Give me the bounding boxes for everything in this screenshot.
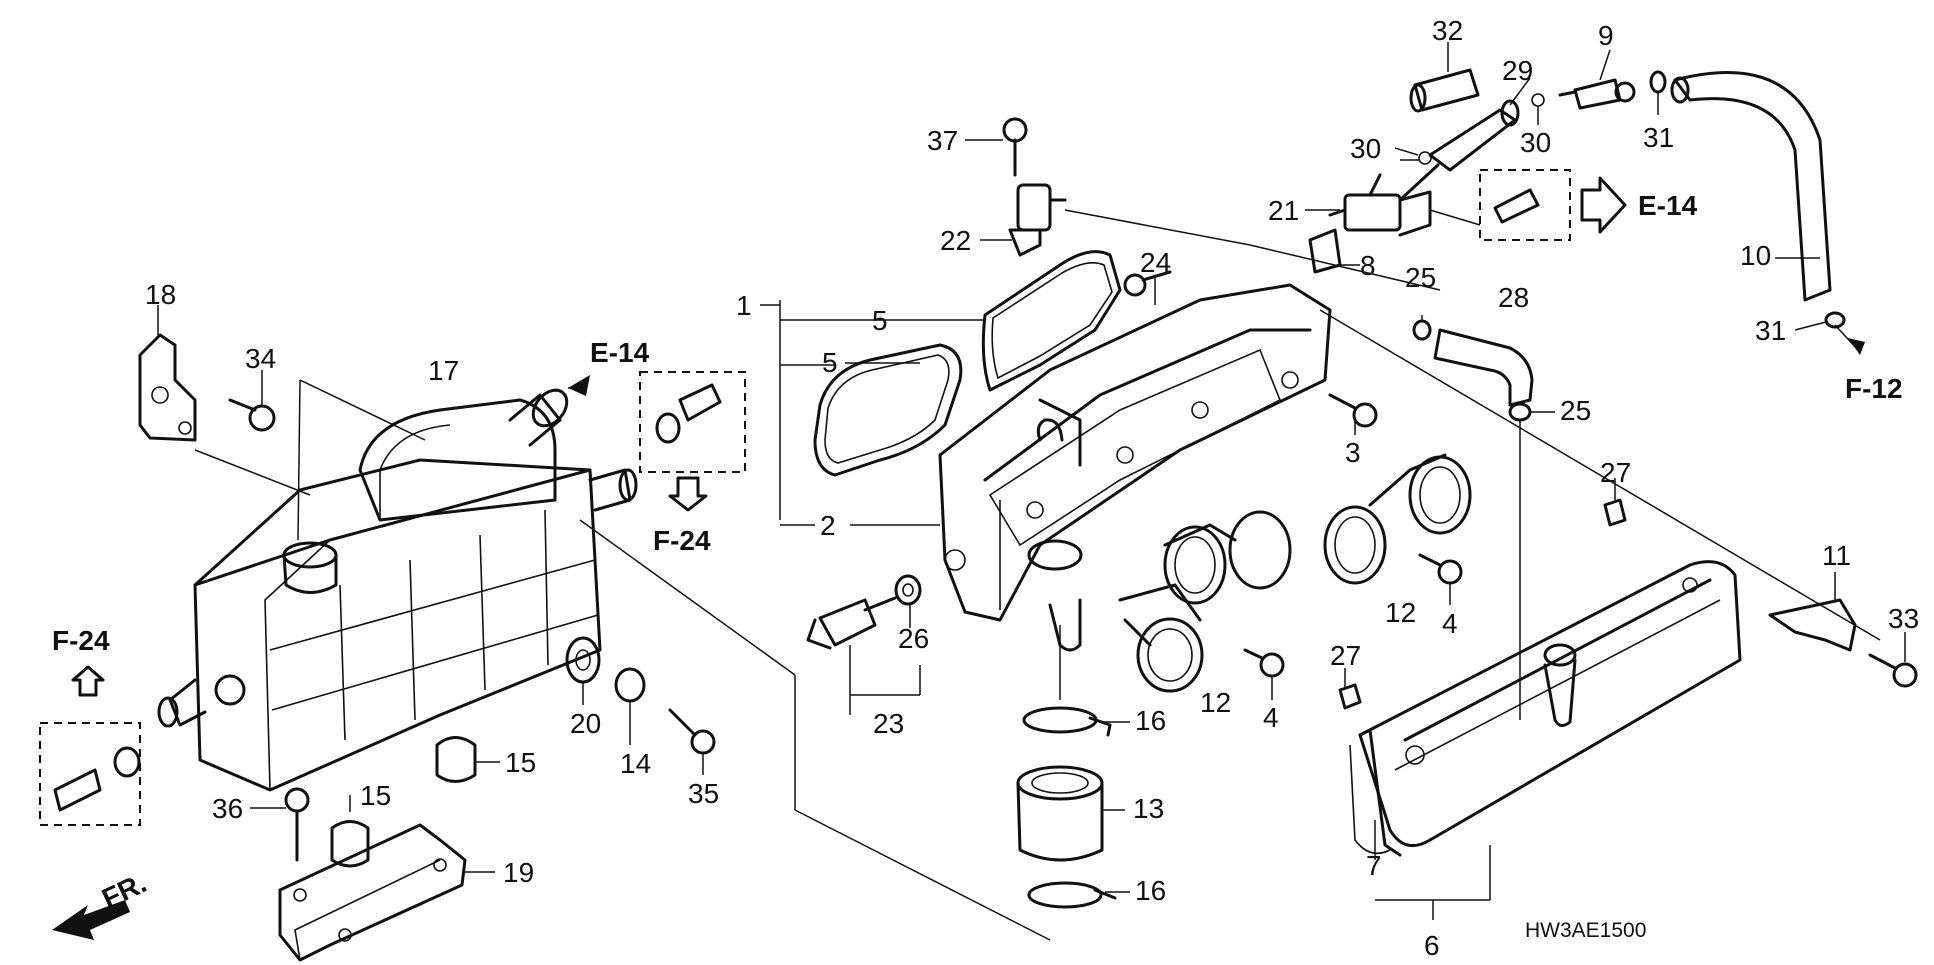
callout-15: 15 [505, 747, 536, 778]
callout-4: 4 [1442, 608, 1458, 639]
callout-30: 30 [1350, 133, 1381, 164]
callout-2: 2 [820, 510, 836, 541]
intake-manifold [760, 250, 1472, 693]
callout-8: 8 [1360, 250, 1376, 281]
callout-20: 20 [570, 708, 601, 739]
callout-16b: 16 [1135, 875, 1166, 906]
front-label: FR. [97, 867, 151, 914]
callout-5b: 5 [822, 347, 838, 378]
ref-f24-center: F-24 [653, 525, 711, 556]
callout-9: 9 [1598, 20, 1614, 51]
callout-15b: 15 [360, 780, 391, 811]
callout-6: 6 [1424, 930, 1440, 961]
callout-12: 12 [1385, 597, 1416, 628]
callout-23: 23 [873, 708, 904, 739]
callout-18: 18 [145, 279, 176, 310]
callout-35: 35 [688, 778, 719, 809]
inset-center [567, 371, 746, 512]
callout-labels: 1 2 3 4 4 5 5 6 7 8 9 10 11 12 12 13 14 … [145, 15, 1919, 961]
lead-lines [579, 309, 1881, 941]
callout-10: 10 [1740, 240, 1771, 271]
callout-24: 24 [1140, 247, 1171, 278]
callout-37: 37 [927, 125, 958, 156]
diagram-code: HW3AE1500 [1525, 919, 1646, 942]
callout-16: 16 [1135, 705, 1166, 736]
reference-labels: E-14 E-14 F-24 F-24 F-12 FR. HW3AE1500 [52, 190, 1903, 942]
callout-1: 1 [736, 290, 752, 321]
bracket-19 [278, 823, 495, 962]
callout-32: 32 [1432, 15, 1463, 46]
callout-22: 22 [940, 225, 971, 256]
bolt-34 [228, 370, 276, 432]
callout-36: 36 [212, 793, 243, 824]
callout-11: 11 [1822, 540, 1851, 571]
callout-12b: 12 [1200, 687, 1231, 718]
tank-assembly [157, 379, 638, 792]
callout-27: 27 [1600, 457, 1631, 488]
ref-f12: F-12 [1845, 373, 1903, 404]
callout-25: 25 [1405, 262, 1436, 293]
callout-13: 13 [1133, 793, 1164, 824]
callout-28: 28 [1498, 282, 1529, 313]
small-parts-left [250, 636, 716, 868]
callout-31b: 31 [1755, 315, 1786, 346]
callout-14: 14 [620, 748, 651, 779]
ref-e14-left: E-14 [590, 337, 650, 368]
intake-silencer [1338, 478, 1918, 920]
solenoid-assembly [1305, 42, 1865, 355]
callout-31: 31 [1643, 122, 1674, 153]
hose-28 [1412, 315, 1555, 720]
callout-30b: 30 [1520, 127, 1551, 158]
ref-f24-left: F-24 [52, 625, 110, 656]
ref-e14-right: E-14 [1638, 190, 1698, 221]
callout-5: 5 [872, 305, 888, 336]
callout-4b: 4 [1263, 702, 1279, 733]
callout-27b: 27 [1330, 640, 1361, 671]
tube-and-clamps [1016, 625, 1130, 909]
callout-17: 17 [428, 355, 459, 386]
callout-34: 34 [245, 343, 276, 374]
sensor-22 [965, 117, 1441, 291]
callout-25b: 25 [1560, 395, 1591, 426]
callout-29: 29 [1502, 55, 1533, 86]
callout-33: 33 [1888, 603, 1919, 634]
bracket-18 [138, 305, 197, 442]
callout-7: 7 [1366, 850, 1382, 881]
callout-21: 21 [1268, 195, 1299, 226]
bolts-center [1123, 270, 1463, 700]
callout-19: 19 [503, 857, 534, 888]
sensor-23 [806, 574, 922, 715]
callout-26: 26 [898, 623, 929, 654]
callout-3: 3 [1345, 437, 1361, 468]
front-arrow [52, 900, 130, 940]
inset-left [39, 665, 141, 826]
